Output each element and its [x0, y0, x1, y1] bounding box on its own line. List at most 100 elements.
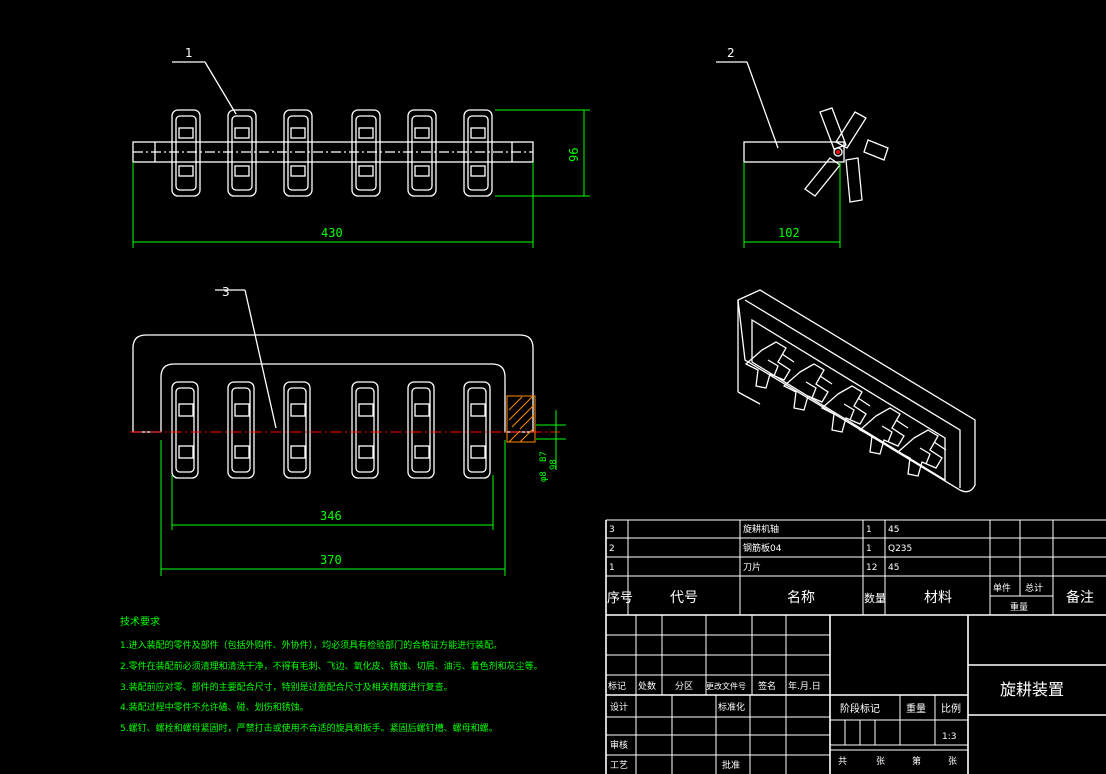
top-blade: [227, 109, 257, 197]
side-view-dims: [743, 162, 841, 248]
front-view-dims: [160, 410, 566, 576]
front-frame: [132, 334, 534, 433]
tech-line-5: 5.螺钉、螺栓和螺母紧固时，严禁打击或使用不合适的旋具和扳手。紧固后螺钉槽、螺母…: [120, 722, 498, 734]
revision-grid: [606, 615, 830, 695]
bom-row-qty: 1: [866, 525, 872, 535]
rev-label-file: 更改文件号: [706, 681, 746, 691]
bom-row-qty: 1: [866, 544, 872, 554]
bom-header-weight: 重量: [1010, 601, 1028, 613]
tb-stage: 阶段标记: [840, 702, 880, 715]
dim-98: 98: [549, 459, 559, 470]
tech-line-2: 2.零件在装配前必须清理和清洗干净，不得有毛刺、飞边、氧化皮、锈蚀、切屑、油污、…: [120, 660, 543, 672]
tb-design: 设计: [610, 701, 628, 713]
bom-row-material: Q235: [888, 544, 912, 554]
front-blade: [171, 381, 199, 479]
top-view-blades: [171, 109, 493, 197]
front-blade: [463, 381, 491, 479]
side-blade: [835, 111, 867, 149]
tech-line-4: 4.装配过程中零件不允许磕、碰、划伤和锈蚀。: [120, 701, 309, 713]
top-view-dims: [132, 109, 590, 248]
bom-header-code: 代号: [670, 590, 698, 606]
iso-blade: [858, 407, 909, 455]
bom-row-no: 3: [609, 525, 615, 535]
iso-frame-outer: [737, 289, 976, 493]
iso-blades: [744, 341, 947, 477]
side-view-shaft: [743, 141, 845, 163]
side-blade: [845, 157, 863, 203]
dim-96: 96: [567, 148, 581, 162]
top-blade: [283, 109, 313, 197]
rev-label-sign: 签名: [758, 680, 776, 692]
iso-frame-inner: [751, 318, 946, 482]
dim-370: 370: [320, 553, 342, 567]
top-blade: [407, 109, 437, 197]
bom-row-material: 45: [888, 563, 899, 573]
callout-3: 3: [222, 285, 230, 299]
top-blade: [463, 109, 493, 197]
front-view: [132, 289, 534, 479]
tb-sheet-word: 张: [876, 756, 885, 767]
tech-requirements: 技术要求 1.进入装配的零件及部件（包括外购件、外协件），均必须具有检验部门的合…: [120, 615, 543, 734]
bom-row-material: 45: [888, 525, 899, 535]
tb-scale-value: 1:3: [942, 732, 956, 742]
top-view: [132, 61, 534, 197]
side-blade: [804, 157, 841, 197]
bom-row-no: 1: [609, 563, 615, 573]
bom-row-name: 旋耕机轴: [743, 523, 779, 535]
dim-phi8: φ8: [539, 471, 549, 482]
bom-rows: 3 旋耕机轴 1 45 2 钢筋板04 1 Q235 1 刀片 12 45: [609, 523, 912, 573]
rev-label-date: 年.月.日: [788, 680, 821, 692]
side-blade: [819, 107, 847, 150]
tb-scale: 比例: [941, 702, 961, 715]
bom-header-remark: 备注: [1066, 589, 1094, 606]
iso-blade: [820, 385, 871, 433]
side-center-mark: [836, 150, 840, 154]
side-blade: [863, 139, 889, 161]
callout-1: 1: [185, 46, 193, 60]
tb-process: 工艺: [610, 760, 628, 771]
tech-line-3: 3.装配前应对零、部件的主要配合尺寸，特别是过盈配合尺寸及相关精度进行复查。: [120, 681, 453, 693]
bom-header-total: 总计: [1025, 582, 1043, 594]
title-block: [606, 615, 1106, 774]
dim-430: 430: [321, 226, 343, 240]
bom-row-no: 2: [609, 544, 615, 554]
bom-header-no: 序号: [607, 591, 633, 606]
bom-header-material: 材料: [924, 590, 952, 606]
iso-blade: [896, 429, 947, 477]
tb-sheet-no: 第: [912, 755, 921, 767]
tb-sheets-total: 共: [838, 756, 847, 767]
top-blade: [171, 109, 201, 197]
bom-row-name: 钢筋板04: [743, 542, 782, 554]
bom-header: 序号 代号 名称 数量 材料 单件 总计 重量 备注: [607, 582, 1094, 613]
iso-blade: [782, 363, 833, 411]
dim-346: 346: [320, 509, 342, 523]
title-block-text: 标记 处数 分区 更改文件号 签名 年.月.日 设计 标准化 审核 工艺 批准 …: [608, 680, 1064, 771]
front-blade: [227, 381, 255, 479]
isometric-view: [737, 289, 976, 493]
callout-2: 2: [727, 46, 735, 60]
tb-sheet-word2: 张: [948, 756, 957, 767]
tech-line-1: 1.进入装配的零件及部件（包括外购件、外协件），均必须具有检验部门的合格证方能进…: [120, 639, 502, 651]
tb-standard: 标准化: [718, 701, 745, 713]
bom-row-qty: 12: [866, 563, 877, 573]
bom-header-unit: 单件: [993, 582, 1011, 594]
front-view-blades: [171, 381, 491, 479]
tb-check: 审核: [610, 739, 628, 751]
rev-label-count: 处数: [638, 680, 656, 692]
front-blade: [351, 381, 379, 479]
bom-header-qty: 数量: [864, 592, 886, 605]
bom-header-name: 名称: [787, 590, 815, 606]
tb-approve: 批准: [722, 759, 740, 771]
rev-label-mark: 标记: [608, 680, 626, 692]
tech-title: 技术要求: [120, 615, 160, 628]
tb-weight: 重量: [906, 702, 926, 715]
side-view: [716, 61, 889, 203]
front-blade: [283, 381, 311, 479]
bom-table: [605, 519, 1106, 774]
dim-b7: B7: [539, 451, 549, 462]
front-blade: [407, 381, 435, 479]
hatch-section: [506, 395, 536, 443]
iso-blade: [744, 341, 795, 389]
top-blade: [351, 109, 381, 197]
